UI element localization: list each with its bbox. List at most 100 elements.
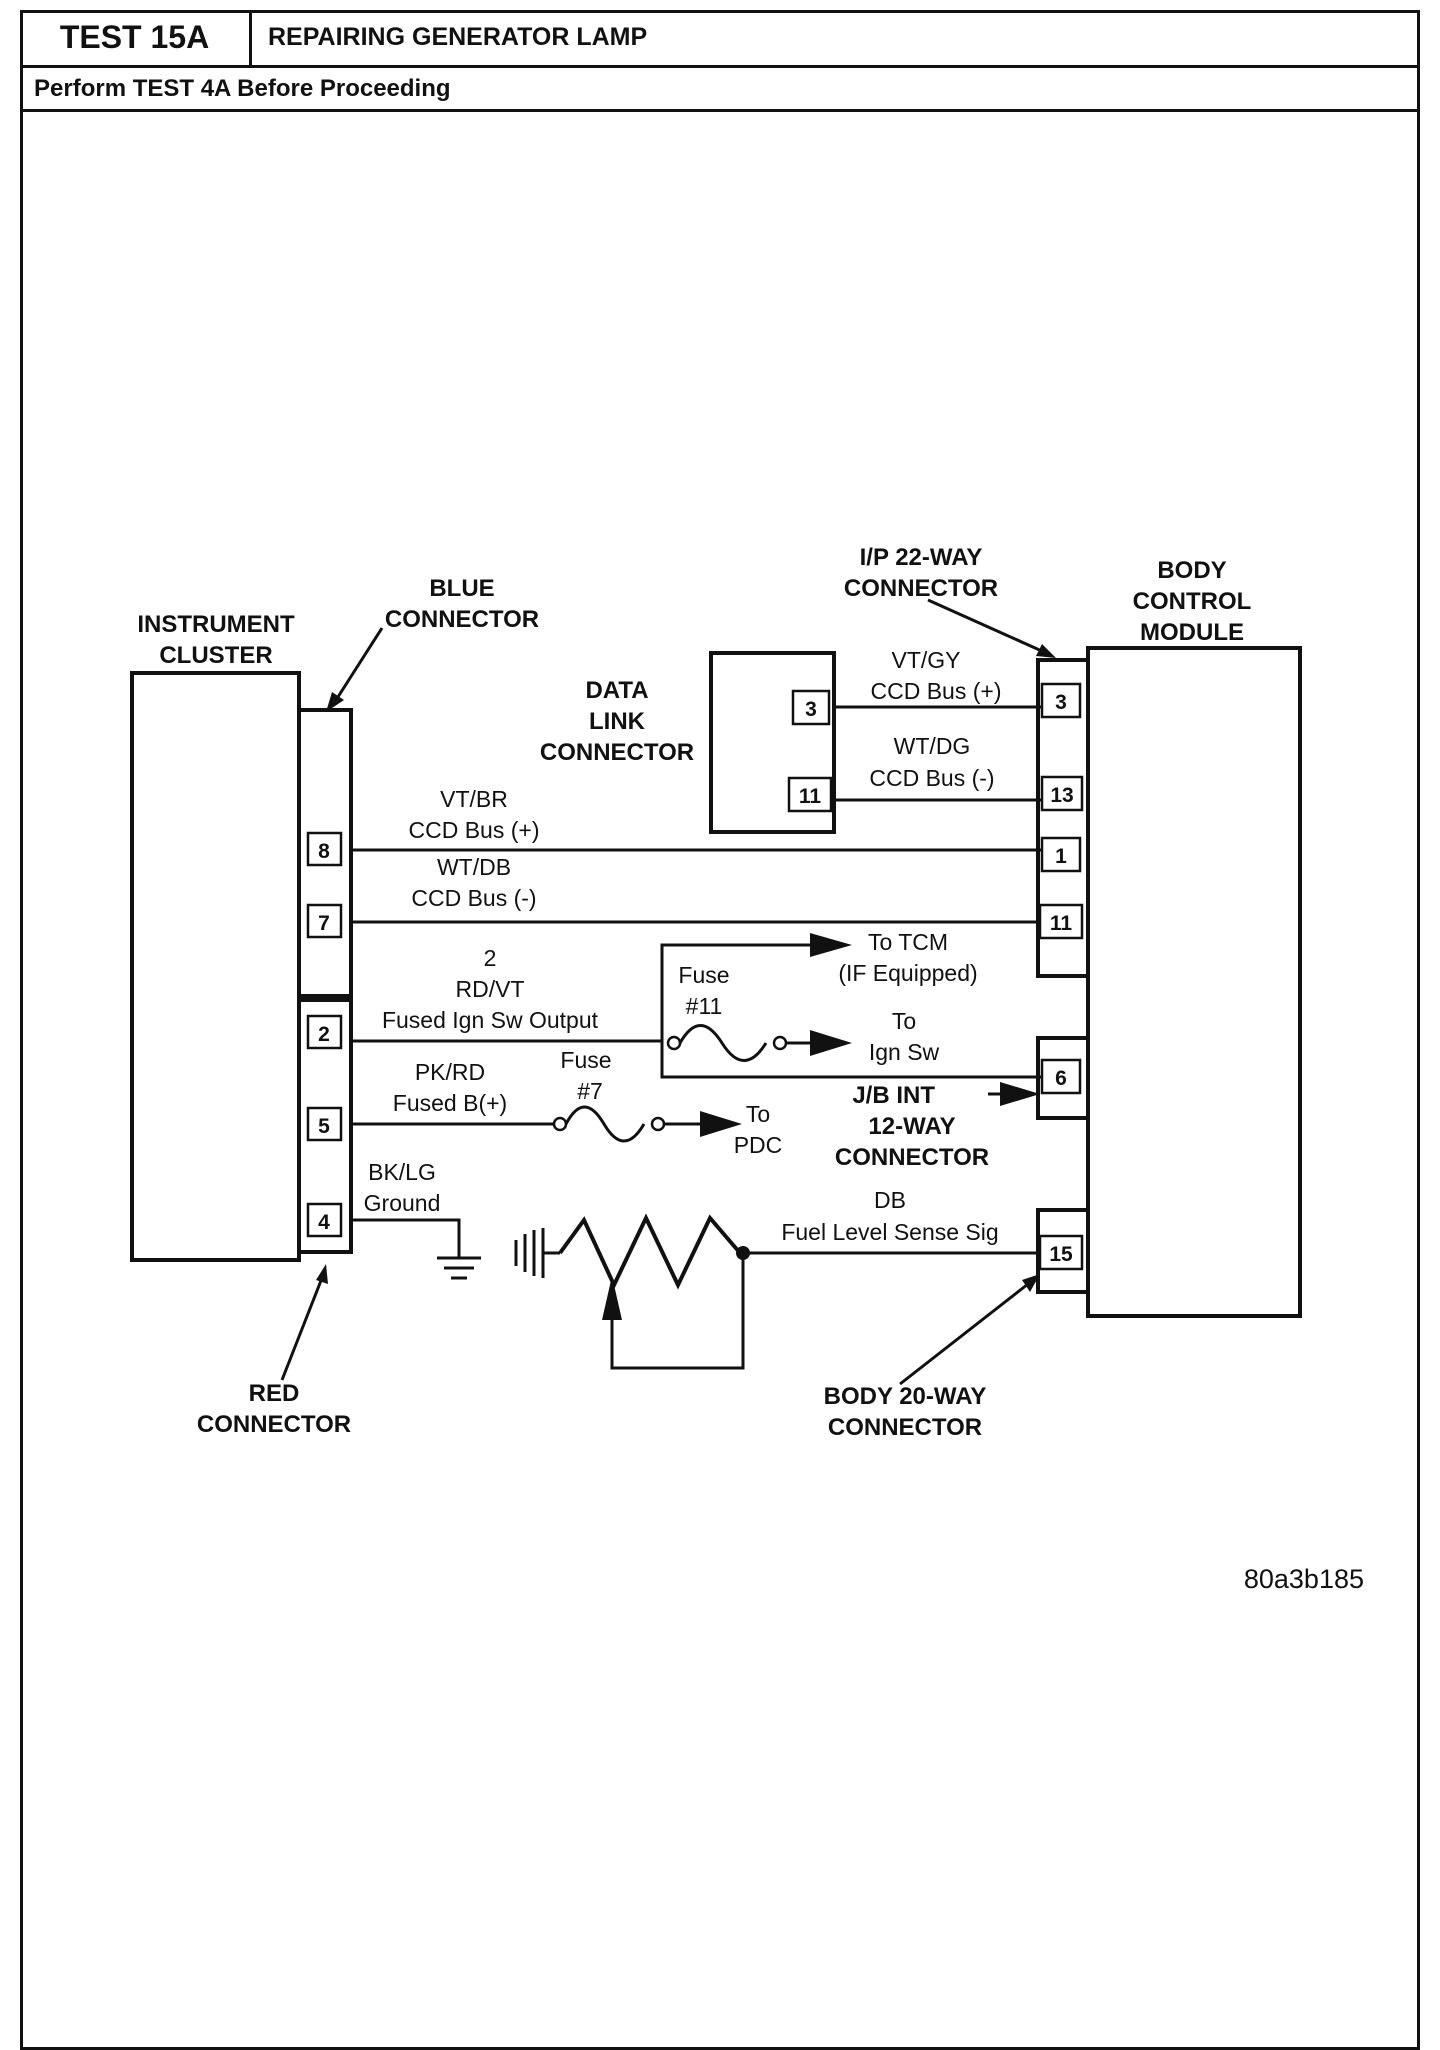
- svg-text:Fuse: Fuse: [678, 962, 729, 988]
- svg-text:5: 5: [318, 1115, 330, 1138]
- cluster-pin-4: 4: [306, 1202, 343, 1238]
- svg-text:Fuel Level Sense Sig: Fuel Level Sense Sig: [781, 1219, 998, 1245]
- svg-text:Ign Sw: Ign Sw: [869, 1039, 940, 1065]
- svg-text:CLUSTER: CLUSTER: [159, 642, 272, 669]
- cluster-pin-2: 2: [306, 1014, 343, 1050]
- test-id: TEST 15A: [20, 10, 252, 65]
- bcm-pin-1: 1: [1040, 836, 1082, 873]
- svg-text:CONNECTOR: CONNECTOR: [828, 1414, 982, 1441]
- svg-text:BK/LG: BK/LG: [368, 1159, 436, 1185]
- leader-ip-connector: [927, 598, 1056, 658]
- cluster-pin-5: 5: [306, 1106, 343, 1142]
- leader-red-connector: [280, 1264, 328, 1381]
- svg-text:Fused Ign Sw Output: Fused Ign Sw Output: [382, 1007, 599, 1033]
- svg-text:2: 2: [484, 945, 497, 971]
- fuse-11-label: Fuse #11: [678, 962, 729, 1019]
- wire-label-wtdb: WT/DB CCD Bus (-): [411, 854, 536, 911]
- wire-label-rdvt: 2 RD/VT Fused Ign Sw Output: [382, 945, 599, 1033]
- svg-text:3: 3: [805, 698, 817, 721]
- svg-text:RD/VT: RD/VT: [456, 976, 525, 1002]
- fuse-11-icon: [666, 1024, 852, 1062]
- svg-text:Ground: Ground: [364, 1190, 441, 1216]
- dest-ign-label: To Ign Sw: [869, 1008, 940, 1065]
- wire-label-wtdg: WT/DG CCD Bus (-): [869, 733, 994, 791]
- body-control-module-label: BODY CONTROL MODULE: [1133, 557, 1252, 646]
- red-connector-label: RED CONNECTOR: [197, 1380, 351, 1438]
- ip-connector-label: I/P 22-WAY CONNECTOR: [844, 544, 998, 602]
- wire-label-vtbr: VT/BR CCD Bus (+): [409, 786, 540, 843]
- svg-text:15: 15: [1049, 1243, 1073, 1266]
- svg-text:CONTROL: CONTROL: [1133, 588, 1252, 615]
- svg-text:J/B INT: J/B INT: [852, 1082, 935, 1109]
- wire-label-bklg: BK/LG Ground: [364, 1159, 441, 1216]
- svg-text:CONNECTOR: CONNECTOR: [197, 1411, 351, 1438]
- figure-id: 80a3b185: [1244, 1564, 1364, 1594]
- svg-text:VT/BR: VT/BR: [440, 786, 508, 812]
- svg-text:DB: DB: [874, 1187, 906, 1213]
- svg-text:1: 1: [1055, 845, 1067, 868]
- wire-label-pkrd: PK/RD Fused B(+): [393, 1059, 507, 1116]
- svg-text:BODY: BODY: [1157, 557, 1226, 584]
- svg-text:(IF Equipped): (IF Equipped): [838, 960, 977, 986]
- fuse-7-icon: [552, 1105, 742, 1143]
- jb-connector-label: J/B INT 12-WAY CONNECTOR: [835, 1082, 989, 1171]
- subheader-row: Perform TEST 4A Before Proceeding: [20, 68, 1420, 112]
- bcm-pin-3: 3: [1040, 682, 1082, 719]
- svg-text:CCD Bus (+): CCD Bus (+): [409, 817, 540, 843]
- svg-text:CONNECTOR: CONNECTOR: [835, 1144, 989, 1171]
- svg-text:CCD Bus (+): CCD Bus (+): [871, 678, 1002, 704]
- arrow-to-tcm-icon: [662, 933, 852, 957]
- header-row: TEST 15A REPAIRING GENERATOR LAMP: [20, 10, 1420, 68]
- data-link-connector-label: DATA LINK CONNECTOR: [540, 677, 694, 766]
- svg-text:To: To: [892, 1008, 916, 1034]
- leader-body-connector: [899, 1274, 1040, 1386]
- prerequisite-text: Perform TEST 4A Before Proceeding: [34, 74, 451, 102]
- body-20way-connector-label: BODY 20-WAY CONNECTOR: [824, 1383, 987, 1441]
- dlc-pin-3: 3: [791, 689, 831, 726]
- fuel-level-sensor-icon: [514, 1213, 750, 1370]
- leader-blue-connector: [326, 627, 384, 712]
- svg-text:8: 8: [318, 840, 330, 863]
- svg-text:Fused B(+): Fused B(+): [393, 1090, 507, 1116]
- svg-text:I/P 22-WAY: I/P 22-WAY: [860, 544, 983, 571]
- svg-text:To: To: [746, 1101, 770, 1127]
- cluster-pin-7: 7: [306, 903, 343, 939]
- svg-text:7: 7: [318, 912, 330, 935]
- dest-pdc-label: To PDC: [734, 1101, 783, 1158]
- svg-text:11: 11: [1050, 912, 1073, 935]
- svg-text:4: 4: [318, 1211, 330, 1234]
- svg-text:#11: #11: [686, 993, 723, 1019]
- svg-text:PDC: PDC: [734, 1132, 783, 1158]
- blue-connector-label: BLUE CONNECTOR: [385, 575, 539, 633]
- svg-text:To TCM: To TCM: [868, 929, 948, 955]
- page-title: REPAIRING GENERATOR LAMP: [268, 23, 648, 51]
- svg-text:13: 13: [1050, 784, 1073, 807]
- svg-text:DATA: DATA: [585, 677, 648, 704]
- svg-text:WT/DG: WT/DG: [894, 733, 971, 759]
- wire-bklg: [351, 1218, 461, 1258]
- instrument-cluster-body: [130, 671, 301, 1262]
- instrument-cluster-label: INSTRUMENT CLUSTER: [137, 611, 295, 669]
- svg-text:2: 2: [318, 1023, 330, 1046]
- svg-text:11: 11: [799, 785, 822, 808]
- bcm-pin-13: 13: [1040, 775, 1084, 812]
- svg-text:BODY 20-WAY: BODY 20-WAY: [824, 1383, 987, 1410]
- svg-text:RED: RED: [249, 1380, 300, 1407]
- svg-text:PK/RD: PK/RD: [415, 1059, 485, 1085]
- bcm-pin-6: 6: [1040, 1058, 1082, 1095]
- arrow-jb-int-icon: [988, 1082, 1040, 1106]
- svg-text:3: 3: [1055, 691, 1067, 714]
- svg-text:INSTRUMENT: INSTRUMENT: [137, 611, 295, 638]
- wire-label-vtgy: VT/GY CCD Bus (+): [871, 647, 1002, 704]
- svg-text:BLUE: BLUE: [429, 575, 494, 602]
- svg-text:Fuse: Fuse: [560, 1047, 611, 1073]
- body-control-module-body: [1086, 646, 1302, 1318]
- svg-text:6: 6: [1055, 1067, 1067, 1090]
- svg-text:VT/GY: VT/GY: [891, 647, 960, 673]
- wire-label-db: DB Fuel Level Sense Sig: [781, 1187, 998, 1245]
- bcm-pin-11: 11: [1038, 903, 1084, 940]
- bcm-pin-15: 15: [1038, 1234, 1084, 1271]
- ground-icon: [437, 1256, 481, 1280]
- svg-text:CONNECTOR: CONNECTOR: [844, 575, 998, 602]
